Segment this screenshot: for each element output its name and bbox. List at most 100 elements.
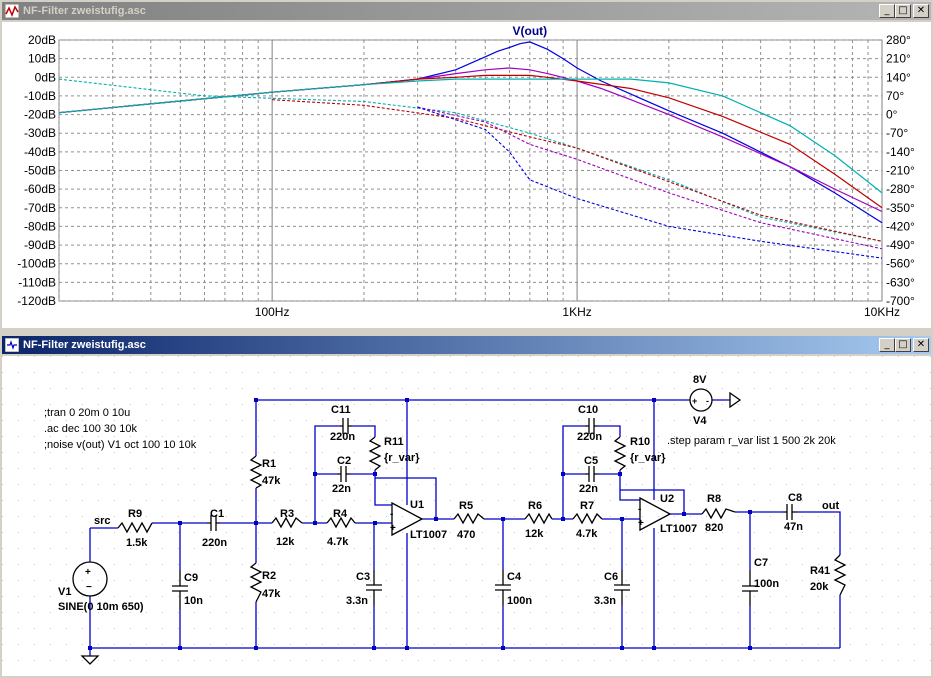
svg-text:8V: 8V (693, 374, 707, 386)
bode-plot[interactable]: 20dB10dB0dB-10dB-20dB-30dB-40dB-50dB-60d… (2, 22, 931, 328)
phase-series-3 (417, 106, 883, 259)
svg-text:R2: R2 (262, 570, 276, 582)
minimize-button[interactable]: _ (879, 338, 895, 352)
phase-tick-label: -70° (886, 126, 908, 140)
svg-text:R6: R6 (528, 500, 542, 512)
svg-text:47n: 47n (784, 521, 803, 533)
svg-text:C5: C5 (584, 455, 598, 467)
phase-tick-label: -700° (886, 294, 915, 308)
component-symbols (72, 388, 847, 665)
svg-text:SINE(0 10m 650): SINE(0 10m 650) (58, 601, 144, 613)
svg-text:R9: R9 (128, 508, 142, 520)
capacitor-c4 (495, 570, 511, 605)
y-tick-label: -20dB (24, 108, 56, 122)
directive-step: .step param r_var list 1 500 2k 20k (667, 435, 836, 447)
svg-text:820: 820 (705, 522, 723, 534)
svg-text:20k: 20k (810, 581, 829, 593)
svg-text:47k: 47k (262, 588, 281, 600)
svg-text:C3: C3 (356, 571, 370, 583)
junctions (88, 398, 752, 650)
svg-text:R1: R1 (262, 458, 276, 470)
schematic-canvas[interactable]: - + - + + − + - ;tran 0 20m 0 10u .ac de… (2, 356, 931, 676)
capacitor-c5 (585, 466, 598, 482)
resistor-r4 (326, 516, 356, 529)
svg-text:47k: 47k (262, 475, 281, 487)
net-label-out: out (822, 500, 839, 512)
svg-text:220n: 220n (202, 537, 227, 549)
capacitor-c8 (783, 504, 797, 520)
svg-text:C10: C10 (578, 404, 598, 416)
magnitude-series-1 (58, 67, 883, 213)
ground-symbol (80, 655, 100, 665)
resistor-r8 (701, 507, 736, 520)
maximize-button[interactable]: □ (895, 338, 911, 352)
y-tick-label: -70dB (24, 201, 56, 215)
svg-text:LT1007: LT1007 (660, 523, 697, 535)
component-labels: ;tran 0 20m 0 10u .ac dec 100 30 10k ;no… (44, 374, 839, 613)
capacitor-c9 (172, 570, 188, 610)
x-tick-label: 100Hz (255, 305, 290, 319)
y-tick-label: -90dB (24, 238, 56, 252)
resistor-r3 (271, 516, 303, 529)
svg-text:4.7k: 4.7k (327, 536, 349, 548)
phase-tick-label: -560° (886, 257, 915, 271)
schematic-drawing[interactable]: - + - + + − + - ;tran 0 20m 0 10u .ac de… (2, 356, 931, 676)
svg-text:+: + (390, 523, 396, 534)
close-button[interactable]: ✕ (913, 4, 929, 18)
svg-text:R10: R10 (630, 436, 650, 448)
svg-text:R4: R4 (333, 508, 348, 520)
svg-text:-: - (706, 396, 709, 406)
opamp-u2 (639, 496, 672, 532)
svg-text:C6: C6 (604, 571, 618, 583)
y-tick-label: 20dB (28, 33, 56, 47)
svg-text:C7: C7 (754, 557, 768, 569)
capacitor-c3 (366, 570, 382, 605)
svg-text:10n: 10n (184, 595, 203, 607)
phase-series-1 (272, 99, 883, 242)
svg-text:1.5k: 1.5k (126, 537, 148, 549)
source-v1 (72, 561, 108, 597)
svg-text:{r_var}: {r_var} (630, 452, 666, 464)
svg-text:R41: R41 (810, 565, 830, 577)
minimize-button[interactable]: _ (879, 4, 895, 18)
resistor-r7 (572, 512, 603, 525)
schematic-titlebar[interactable]: NF-Filter zweistufig.asc _ □ ✕ (2, 336, 931, 354)
source-v4 (689, 388, 713, 412)
capacitor-c2 (337, 466, 350, 482)
y-tick-label: -50dB (24, 164, 56, 178)
close-button[interactable]: ✕ (913, 338, 929, 352)
y-tick-label: -40dB (24, 145, 56, 159)
svg-text:22n: 22n (579, 483, 598, 495)
svg-text:U2: U2 (660, 493, 674, 505)
directive-noise: ;noise v(out) V1 oct 100 10 10k (44, 439, 197, 451)
resistor-r2 (249, 562, 263, 603)
magnitude-series-0 (58, 41, 883, 224)
phase-tick-label: 70° (886, 89, 904, 103)
maximize-button[interactable]: □ (895, 4, 911, 18)
svg-text:100n: 100n (507, 595, 532, 607)
plot-titlebar[interactable]: NF-Filter zweistufig.asc _ □ ✕ (2, 2, 931, 20)
magnitude-series-2 (58, 74, 883, 209)
directive-ac: .ac dec 100 30 10k (44, 423, 137, 435)
phase-tick-label: -210° (886, 164, 915, 178)
y-tick-label: -120dB (17, 294, 56, 308)
svg-text:LT1007: LT1007 (410, 529, 447, 541)
schematic-app-icon (5, 338, 19, 352)
phase-tick-label: 210° (886, 52, 911, 66)
trace-label: V(out) (513, 24, 548, 38)
svg-text:U1: U1 (410, 499, 424, 511)
resistor-r5 (453, 512, 485, 525)
phase-series-0 (58, 78, 883, 242)
svg-text:-: - (638, 504, 641, 515)
svg-text:470: 470 (457, 529, 475, 541)
phase-tick-label: -420° (886, 219, 915, 233)
svg-text:100n: 100n (754, 578, 779, 590)
capacitor-c1 (207, 515, 220, 531)
svg-text:V1: V1 (58, 586, 71, 598)
svg-text:−: − (86, 582, 92, 593)
svg-text:R11: R11 (384, 436, 404, 448)
phase-tick-label: 280° (886, 33, 911, 47)
svg-text:3.3n: 3.3n (594, 595, 616, 607)
